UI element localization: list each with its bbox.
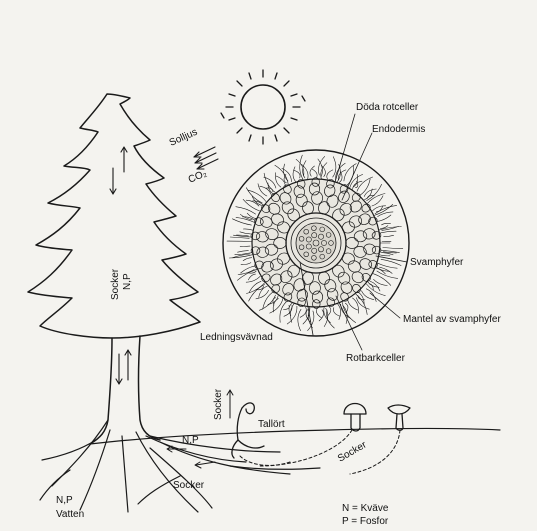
roots-water-label: Vatten bbox=[56, 509, 84, 520]
hypha-strand bbox=[312, 169, 317, 178]
hypha-strand bbox=[238, 251, 249, 253]
hypha-strand bbox=[333, 308, 340, 317]
hypha-strand bbox=[333, 157, 336, 177]
hypha-strand bbox=[373, 206, 386, 211]
hypha-strand bbox=[241, 266, 256, 273]
hypha-strand bbox=[298, 309, 301, 330]
sunlight-label: Solljus bbox=[168, 127, 199, 149]
legend-phosphorus: P = Fosfor bbox=[342, 516, 389, 527]
hypha-strand bbox=[337, 303, 340, 319]
hypha-strand bbox=[294, 170, 300, 178]
hypha-strand bbox=[377, 215, 391, 221]
hypha-strand bbox=[366, 289, 376, 302]
root-cross-section bbox=[223, 150, 409, 336]
hypha-strand bbox=[293, 167, 296, 182]
label-fungal-hyphae: Svamphyfer bbox=[410, 257, 464, 268]
hypha-strand bbox=[283, 305, 289, 309]
hypha-strand bbox=[246, 276, 260, 282]
hypha-strand bbox=[384, 235, 394, 236]
co2-label: CO₂ bbox=[187, 168, 209, 186]
hypha-strand bbox=[372, 196, 383, 206]
hypha-strand bbox=[230, 237, 249, 238]
hypha-strand bbox=[348, 299, 358, 310]
mushroom-sugar-label: Socker bbox=[336, 439, 369, 464]
mushroom-left bbox=[344, 404, 366, 432]
hypha-strand bbox=[275, 165, 288, 184]
hypha-strand bbox=[240, 232, 251, 234]
hypha-strand bbox=[358, 295, 365, 299]
label-fungal-mantle: Mantel av svamphyfer bbox=[403, 314, 501, 325]
hypha-strand bbox=[380, 231, 396, 233]
hypha-strand bbox=[377, 271, 398, 278]
hypha-strand bbox=[233, 235, 251, 237]
sun-icon bbox=[221, 70, 305, 144]
trunk-sugar-label: Socker bbox=[110, 268, 121, 300]
ground-np-label: N,P bbox=[182, 435, 199, 446]
hypha-strand bbox=[249, 281, 261, 292]
hypha-strand bbox=[367, 184, 382, 200]
hypha-strand bbox=[342, 302, 355, 322]
hypha-strand bbox=[379, 255, 390, 256]
hypha-strand bbox=[327, 170, 333, 179]
label-cortex-cells: Rotbarkceller bbox=[346, 353, 406, 364]
hypha-strand bbox=[235, 253, 252, 255]
hypha-strand bbox=[381, 250, 400, 252]
hypha-strand bbox=[319, 310, 323, 321]
hypha-strand bbox=[370, 281, 380, 291]
hypha-strand bbox=[310, 166, 315, 176]
hypha-strand bbox=[232, 219, 251, 225]
trunk-np-label: N,P bbox=[122, 273, 133, 290]
hypha-strand bbox=[258, 184, 267, 196]
legend-nitrogen: N = Kväve bbox=[342, 503, 389, 514]
hypha-strand bbox=[316, 308, 321, 318]
tree-roots bbox=[40, 420, 320, 512]
hypha-strand bbox=[237, 269, 257, 280]
label-dead-root-cells: Döda rotceller bbox=[356, 102, 419, 113]
roots-np-label: N,P bbox=[56, 495, 73, 506]
hypha-strand bbox=[373, 274, 391, 286]
hypha-strand bbox=[275, 173, 280, 187]
label-endodermis: Endodermis bbox=[372, 124, 425, 135]
hypha-strand bbox=[280, 302, 286, 322]
mushroom-right bbox=[388, 405, 410, 430]
hypha-strand bbox=[300, 307, 306, 317]
hypha-strand bbox=[382, 223, 391, 225]
seedling-name-label: Tallört bbox=[258, 419, 285, 430]
hypha-strand bbox=[378, 212, 393, 217]
hypha-strand bbox=[256, 290, 269, 299]
hypha-strand bbox=[367, 284, 386, 296]
hypha-strand bbox=[383, 248, 403, 249]
sunlight-arrows bbox=[194, 147, 218, 169]
legend: N = Kväve P = Fosfor bbox=[342, 503, 389, 527]
seedling-sugar-label: Socker bbox=[213, 388, 224, 420]
hypha-strand bbox=[243, 229, 253, 230]
hypha-strand bbox=[241, 263, 251, 265]
ground-sugar-label: Socker bbox=[173, 480, 205, 491]
hypha-strand bbox=[284, 306, 292, 317]
hypha-strand bbox=[243, 258, 252, 261]
hypha-strand bbox=[248, 274, 255, 280]
label-vascular-tissue: Ledningsvävnad bbox=[200, 332, 273, 343]
